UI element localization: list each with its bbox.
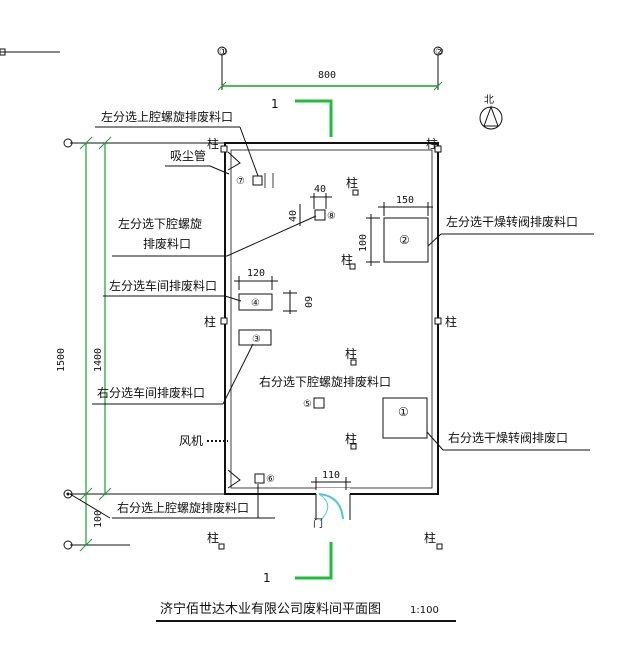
callout-right-lower-screw: 右分选下腔螺旋排废料口 (259, 374, 391, 389)
svg-text:左分选干燥转阀排废料口: 左分选干燥转阀排废料口 (446, 214, 578, 229)
drawing-title: 济宁佰世达木业有限公司废料间平面图 1:100 (156, 601, 456, 622)
svg-text:右分选干燥转阀排废口: 右分选干燥转阀排废口 (448, 430, 568, 445)
outlet-1: ① (382, 397, 428, 439)
svg-text:⑧: ⑧ (327, 211, 336, 222)
section-mark-top: 1 (271, 97, 333, 137)
callout-left-dryer: 左分选干燥转阀排废料口 (427, 214, 594, 247)
svg-text:左分选上腔螺旋排废料口: 左分选上腔螺旋排废料口 (101, 109, 233, 124)
callout-right-workshop: 右分选车间排废料口 (92, 343, 254, 405)
dim-40: 40 (310, 184, 332, 209)
dim-40-vertical: 40 (288, 204, 301, 226)
callout-left-upper-screw: 左分选上腔螺旋排废料口 (95, 109, 259, 177)
svg-text:⑤: ⑤ (303, 399, 312, 410)
svg-text:1: 1 (271, 97, 279, 111)
outlet-2: ② (383, 217, 429, 263)
svg-text:1:100: 1:100 (410, 605, 439, 616)
svg-text:40: 40 (314, 184, 326, 195)
svg-text:⑥: ⑥ (266, 474, 275, 485)
callout-left-lower-screw: 左分选下腔螺旋 排废料口 (112, 215, 317, 257)
svg-text:右分选下腔螺旋排废料口: 右分选下腔螺旋排废料口 (259, 374, 391, 389)
dim-100: 100 (358, 214, 380, 266)
section-mark-bottom: 1 (263, 542, 333, 585)
dim-150: 150 (378, 195, 433, 216)
svg-text:1400: 1400 (93, 348, 104, 372)
svg-text:柱: 柱 (445, 314, 457, 329)
fan-vent-bottom (227, 469, 241, 489)
svg-text:柱: 柱 (341, 252, 353, 267)
outlet-5: ⑤ (303, 397, 325, 410)
svg-text:北: 北 (484, 94, 494, 106)
svg-text:⑦: ⑦ (236, 176, 245, 187)
svg-text:100: 100 (358, 234, 369, 252)
outlet-8: ⑧ (314, 209, 336, 222)
dim-110: 110 (311, 470, 351, 490)
svg-text:③: ③ (252, 334, 261, 345)
svg-text:右分选车间排废料口: 右分选车间排废料口 (97, 385, 205, 400)
svg-text:1: 1 (263, 571, 271, 585)
dim-120: 120 (234, 268, 278, 290)
svg-text:门: 门 (313, 517, 323, 530)
callout-dust-pipe: 吸尘管 (165, 148, 230, 175)
svg-text:柱: 柱 (345, 346, 357, 361)
svg-text:柱: 柱 (207, 136, 219, 151)
svg-text:柱: 柱 (346, 175, 358, 190)
door: 门 (313, 488, 351, 530)
svg-text:800: 800 (318, 70, 336, 81)
svg-text:110: 110 (322, 470, 340, 481)
callout-right-upper-screw: 右分选上腔螺旋排废料口 (69, 484, 275, 519)
svg-text:右分选上腔螺旋排废料口: 右分选上腔螺旋排废料口 (117, 500, 249, 515)
svg-text:100: 100 (93, 510, 104, 528)
fan-vent-top (227, 151, 241, 171)
svg-text:120: 120 (247, 268, 265, 279)
axis-marker-left: ① (217, 46, 228, 90)
callout-right-dryer: 右分选干燥转阀排废口 (426, 430, 590, 451)
svg-text:柱: 柱 (345, 431, 357, 446)
axis-marker-right: ② (433, 46, 444, 90)
dim-left-vertical: 1500 1400 100 (56, 136, 225, 552)
svg-text:①: ① (398, 405, 409, 419)
svg-text:150: 150 (396, 195, 414, 206)
dim-800: 800 (217, 70, 443, 91)
svg-text:60: 60 (302, 296, 313, 308)
svg-text:柱: 柱 (204, 314, 216, 329)
svg-text:吸尘管: 吸尘管 (170, 148, 206, 163)
callout-left-workshop: 左分选车间排废料口 (103, 278, 242, 302)
svg-text:④: ④ (251, 298, 260, 309)
compass-icon: 北 (479, 94, 503, 130)
outlet-6: ⑥ (254, 473, 275, 485)
columns: 柱 柱 柱 柱 柱 柱 柱 柱 柱 柱 (204, 136, 457, 550)
outlet-7: ⑦ (236, 173, 274, 188)
svg-text:济宁佰世达木业有限公司废料间平面图: 济宁佰世达木业有限公司废料间平面图 (160, 601, 381, 617)
fan-label: 风机 (179, 434, 203, 448)
svg-text:左分选下腔螺旋: 左分选下腔螺旋 (118, 216, 202, 231)
svg-text:1500: 1500 (56, 348, 67, 372)
svg-text:柱: 柱 (424, 530, 436, 545)
outlet-3: ③ (238, 329, 272, 346)
svg-text:40: 40 (288, 210, 299, 222)
dim-60: 60 (283, 290, 313, 314)
svg-text:②: ② (435, 47, 444, 58)
outlet-4: ④ (238, 293, 273, 311)
svg-text:排废料口: 排废料口 (143, 236, 191, 251)
svg-text:①: ① (219, 47, 228, 58)
svg-text:柱: 柱 (207, 530, 219, 545)
svg-text:②: ② (399, 233, 410, 247)
stub-mark (0, 48, 6, 56)
svg-text:左分选车间排废料口: 左分选车间排废料口 (109, 278, 217, 293)
